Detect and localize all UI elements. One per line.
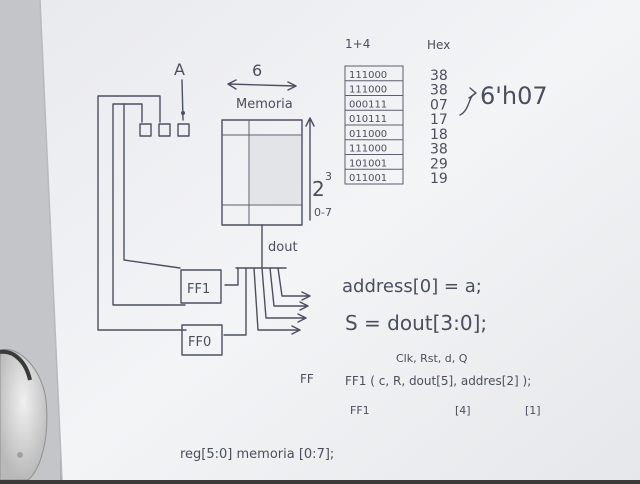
hex-row-value: 29 [430,156,448,172]
hex-column-header: Hex [427,38,450,52]
hex-row-value: 38 [430,68,448,84]
binary-row-value: 111000 [349,144,387,155]
binary-row-value: 111000 [349,70,387,81]
hex-row-value: 38 [430,83,448,99]
signal-a-dot [181,111,185,115]
ff1-index-b: [1] [525,404,541,417]
binary-row-value: 011001 [349,173,387,184]
ff-instance: FF1 ( c, R, dout[5], addres[2] ); [345,374,531,388]
ff1-label: FF1 [187,282,210,297]
binary-row-value: 101001 [349,158,387,169]
ff1-index-a: [4] [455,404,471,417]
memory-label: Memoria [236,97,293,112]
depth-label: 2 [312,177,325,201]
dout-label: dout [268,240,298,255]
mouse-button [17,452,23,458]
ff-keyword: FF [300,372,314,386]
hex-row-value: 38 [430,142,448,158]
hex-row-value: 19 [430,171,448,187]
hex-result: 6'h07 [480,82,548,110]
binary-row-value: 011000 [349,129,387,140]
ff1-second-instance: FF1 [350,404,370,417]
register-declaration: reg[5:0] memoria [0:7]; [180,447,334,462]
hex-row-value: 07 [430,97,448,113]
binary-column-header: 1+4 [345,37,370,51]
hex-row-value: 18 [430,127,448,143]
memory-shading [250,136,301,204]
equation-s: S = dout[3:0]; [345,311,487,335]
depth-exponent: 3 [325,170,332,183]
equation-address: address[0] = a; [342,276,482,297]
ff-port-names: Clk, Rst, d, Q [396,352,468,365]
signal-a-label: A [174,60,185,79]
binary-row-value: 010111 [349,114,387,125]
binary-row-value: 111000 [349,85,387,96]
range-label: 0-7 [314,206,332,219]
width-label: 6 [252,61,262,80]
binary-row-value: 000111 [349,99,387,110]
paper-sheet [40,0,640,480]
hex-row-value: 17 [430,112,448,128]
ff0-label: FF0 [188,335,211,350]
